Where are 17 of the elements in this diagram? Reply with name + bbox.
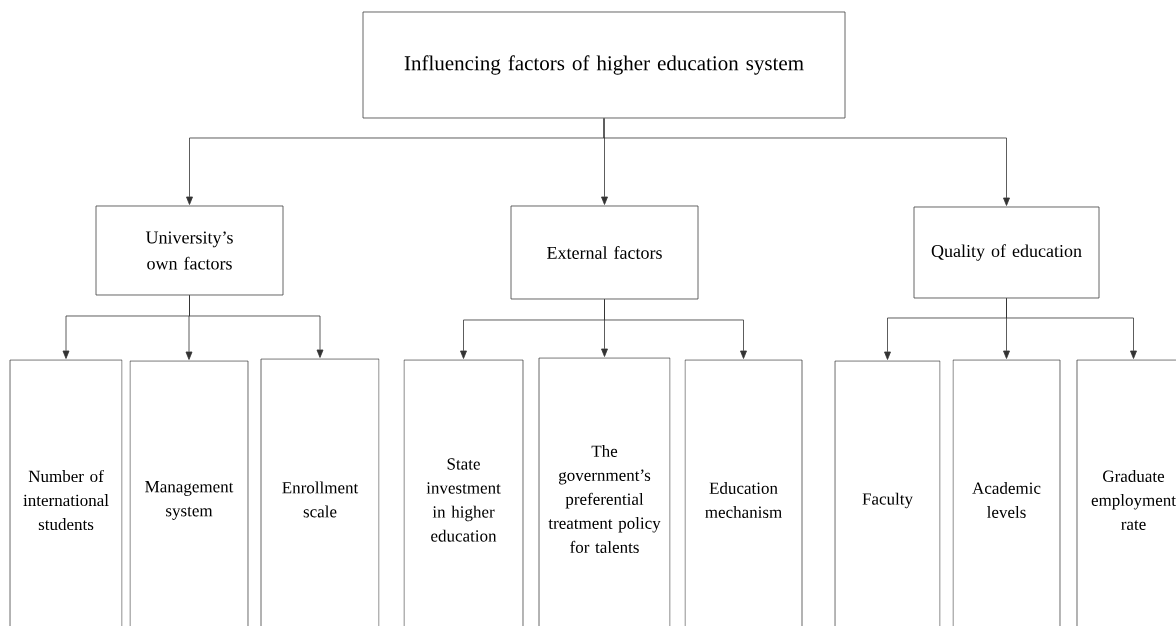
factor-box: Academic levels bbox=[952, 359, 1061, 626]
arrow bbox=[603, 118, 1010, 206]
arrow bbox=[1006, 298, 1137, 359]
category-box: Quality of education bbox=[913, 206, 1100, 299]
category-box: External factors bbox=[510, 205, 699, 300]
arrow bbox=[189, 295, 324, 358]
category-box: University’s own factors bbox=[95, 205, 284, 296]
arrow bbox=[604, 299, 747, 359]
factor-box: Education mechanism bbox=[684, 359, 803, 626]
factor-box: The government’s preferential treatment policy for talents bbox=[538, 357, 671, 626]
factor-box: Number of international students bbox=[9, 359, 123, 626]
title-box: Influencing factors of higher education system bbox=[362, 11, 846, 119]
factor-box: Graduate employment rate bbox=[1076, 359, 1176, 626]
factor-box: State investment in higher education bbox=[403, 359, 524, 626]
factor-box: Management system bbox=[129, 360, 249, 626]
factor-box: Faculty bbox=[834, 360, 941, 626]
factor-box: Enrollment scale bbox=[260, 358, 380, 626]
